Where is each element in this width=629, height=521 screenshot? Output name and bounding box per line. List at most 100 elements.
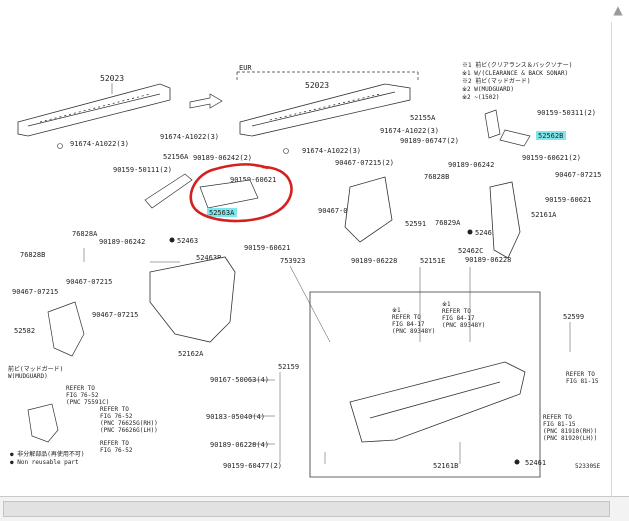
refer-note-a: REFER TO FIG 76-52 (PNC 75591C) (66, 385, 109, 406)
part-52155A-label: 52155A (410, 114, 436, 122)
figure-reference-code: 52330SE (575, 463, 601, 470)
svg-text:(PNC 75591C): (PNC 75591C) (66, 399, 109, 406)
part-52461-label: 52461 (525, 459, 546, 467)
svg-text:FIG 84-17: FIG 84-17 (442, 315, 475, 322)
svg-text:※1: ※1 (392, 307, 401, 314)
legend-top-line2: ※1 W/(CLEARANCE & BACK SONAR) (462, 70, 568, 77)
part-52463-label: 52463 (177, 237, 198, 245)
part-52563A-label: 52563A (209, 209, 235, 217)
part-76828A-label: 76828A (72, 230, 98, 238)
legend-top-line1: ※1 前ビ(クリアランス＆バックソナー) (462, 61, 572, 69)
svg-text:(PNC 76626G(LH)): (PNC 76626G(LH)) (100, 427, 158, 434)
part-76829A-label: 76829A (435, 219, 461, 227)
part-76828B-left-label: 76828B (20, 251, 45, 259)
part-90189-06228-a-label: 90189-06228 (351, 257, 397, 265)
top-bar: ▲ (0, 0, 629, 22)
svg-text:FIG 76-52: FIG 76-52 (100, 447, 133, 454)
refer-note-g: REFER TO FIG 81-15 (PNC 81910(RH)) (PNC … (543, 414, 597, 442)
svg-text:FIG 76-52: FIG 76-52 (100, 413, 133, 420)
part-90467-07215-a-label: 90467-07215 (66, 278, 112, 286)
part-90183-05040-label: 90183-05040(4) (206, 413, 265, 421)
part-90467-07215-f-label: 90467-07215 (318, 207, 364, 215)
svg-text:(PNC 89348Y): (PNC 89348Y) (442, 322, 485, 329)
side-retainer-52162A (149, 256, 236, 343)
part-90189-06228-c-label: 90189-06228(4) (210, 441, 269, 449)
refer-note-d: ※1 REFER TO FIG 84-17 (PNC 89348Y) (392, 307, 435, 335)
part-52159-label: 52159 (278, 363, 299, 371)
eur-region-frame (236, 71, 419, 82)
scroll-up-arrow-icon[interactable]: ▲ (613, 3, 623, 17)
part-90167-50063-label: 90167-50063(4) (210, 376, 269, 384)
part-90467-07215-g-label: 90467-07215 (555, 171, 601, 179)
side-retainer-52582 (47, 301, 85, 357)
part-91674-right2-label: 91674-A1022(3) (302, 147, 361, 155)
svg-text:※1: ※1 (442, 301, 451, 308)
part-90159-60477-label: 90159-60477(2) (223, 462, 282, 470)
part-90159-60621-a-label: 90159-60621 (230, 176, 276, 184)
mudguard-part (27, 403, 59, 443)
part-52161B-label: 52161B (433, 462, 458, 470)
svg-text:REFER TO: REFER TO (100, 406, 129, 413)
part-52151E-label: 52151E (420, 257, 445, 265)
svg-text:(PNC 81920(LH)): (PNC 81920(LH)) (543, 435, 597, 442)
part-90467-07215-c-label: 90467-07215 (92, 311, 138, 319)
refer-note-f: REFER TO FIG 81-15 (566, 371, 599, 385)
eur-label: EUR (239, 64, 252, 72)
bracket-52591 (344, 176, 393, 243)
bracket-52156A (144, 173, 193, 209)
direction-arrow-icon (189, 93, 223, 109)
refer-note-e: ※1 REFER TO FIG 84-17 (PNC 89348Y) (442, 301, 485, 329)
part-90189-06228-b-label: 90189-06228 (465, 256, 511, 264)
legend-left-line2: W(MUDGUARD) (8, 373, 48, 380)
part-91674-right-label: 91674-A1022(3) (380, 127, 439, 135)
bumper-reinforcement-right (239, 83, 411, 137)
part-52563A-highlight (207, 208, 237, 217)
part-52562B-label: 52562B (538, 132, 563, 140)
part-90467-07215-b-label: 90467-07215 (12, 288, 58, 296)
svg-text:REFER TO: REFER TO (392, 314, 421, 321)
legend-top-line4: ※2 W(MUDGUARD) (462, 86, 514, 93)
side-retainer-52161A (489, 181, 521, 259)
refer-note-c: REFER TO FIG 76-52 (100, 440, 133, 454)
part-52162A-label: 52162A (178, 350, 204, 358)
horizontal-scrollbar[interactable] (0, 496, 629, 521)
part-90159-60621-d-label: 90159-60621(2) (522, 154, 581, 162)
part-52156A-label: 52156A (163, 153, 189, 161)
part-90159-60621-b-label: 90159-60621 (244, 244, 290, 252)
scrollbar-thumb[interactable] (3, 501, 610, 517)
legend-top-line3: ※2 前ビ(マッドガード) (462, 77, 530, 85)
part-753923-label: 753923 (280, 257, 305, 265)
part-52462-label: 52462 (475, 229, 496, 237)
part-90159-50111-label: 90159-50111(2) (113, 166, 172, 174)
svg-text:REFER TO: REFER TO (442, 308, 471, 315)
legend-left-line1: 前ビ(マッドガード) (8, 365, 63, 373)
svg-text:(PNC 89348Y): (PNC 89348Y) (392, 328, 435, 335)
part-90189-06242-c-label: 90189-06242 (448, 161, 494, 169)
bumper-cover-frame (309, 291, 541, 478)
part-91674-left-label: 91674-A1022(3) (70, 140, 129, 148)
part-52562B-highlight (536, 131, 566, 140)
svg-text:REFER TO: REFER TO (66, 385, 95, 392)
parts-diagram: EUR 52023 91674-A1022(3) 91674-A1022(3) … (8, 61, 601, 478)
svg-text:(PNC 81910(RH)): (PNC 81910(RH)) (543, 428, 597, 435)
part-52023-right-label: 52023 (305, 81, 329, 90)
part-90189-06242-a-label: 90189-06242(2) (193, 154, 252, 162)
note-line1: ● 非分解部品(再使用不可) (10, 450, 84, 458)
part-52161A-label: 52161A (531, 211, 557, 219)
part-90467-07215-e-label: 90467-07215(2) (335, 159, 394, 167)
svg-text:REFER TO: REFER TO (566, 371, 595, 378)
svg-text:FIG 81-15: FIG 81-15 (543, 421, 576, 428)
svg-text:FIG 81-15: FIG 81-15 (566, 378, 599, 385)
svg-text:REFER TO: REFER TO (100, 440, 129, 447)
part-52463B-label: 52463B (196, 254, 221, 262)
part-90189-06242-b-label: 90189-06242 (99, 238, 145, 246)
part-52462C-label: 52462C (458, 247, 483, 255)
part-90189-06747-label: 90189-06747(2) (400, 137, 459, 145)
part-52591-label: 52591 (405, 220, 426, 228)
bumper-reinforcement-left (17, 83, 171, 137)
refer-note-b: REFER TO FIG 76-52 (PNC 76625G(RH)) (PNC… (100, 406, 158, 434)
svg-text:FIG 76-52: FIG 76-52 (66, 392, 99, 399)
part-76828B-right-label: 76828B (424, 173, 449, 181)
annotation-red-circle (189, 163, 293, 223)
legend-top-line5: ※2 ~(1502) (462, 94, 500, 101)
